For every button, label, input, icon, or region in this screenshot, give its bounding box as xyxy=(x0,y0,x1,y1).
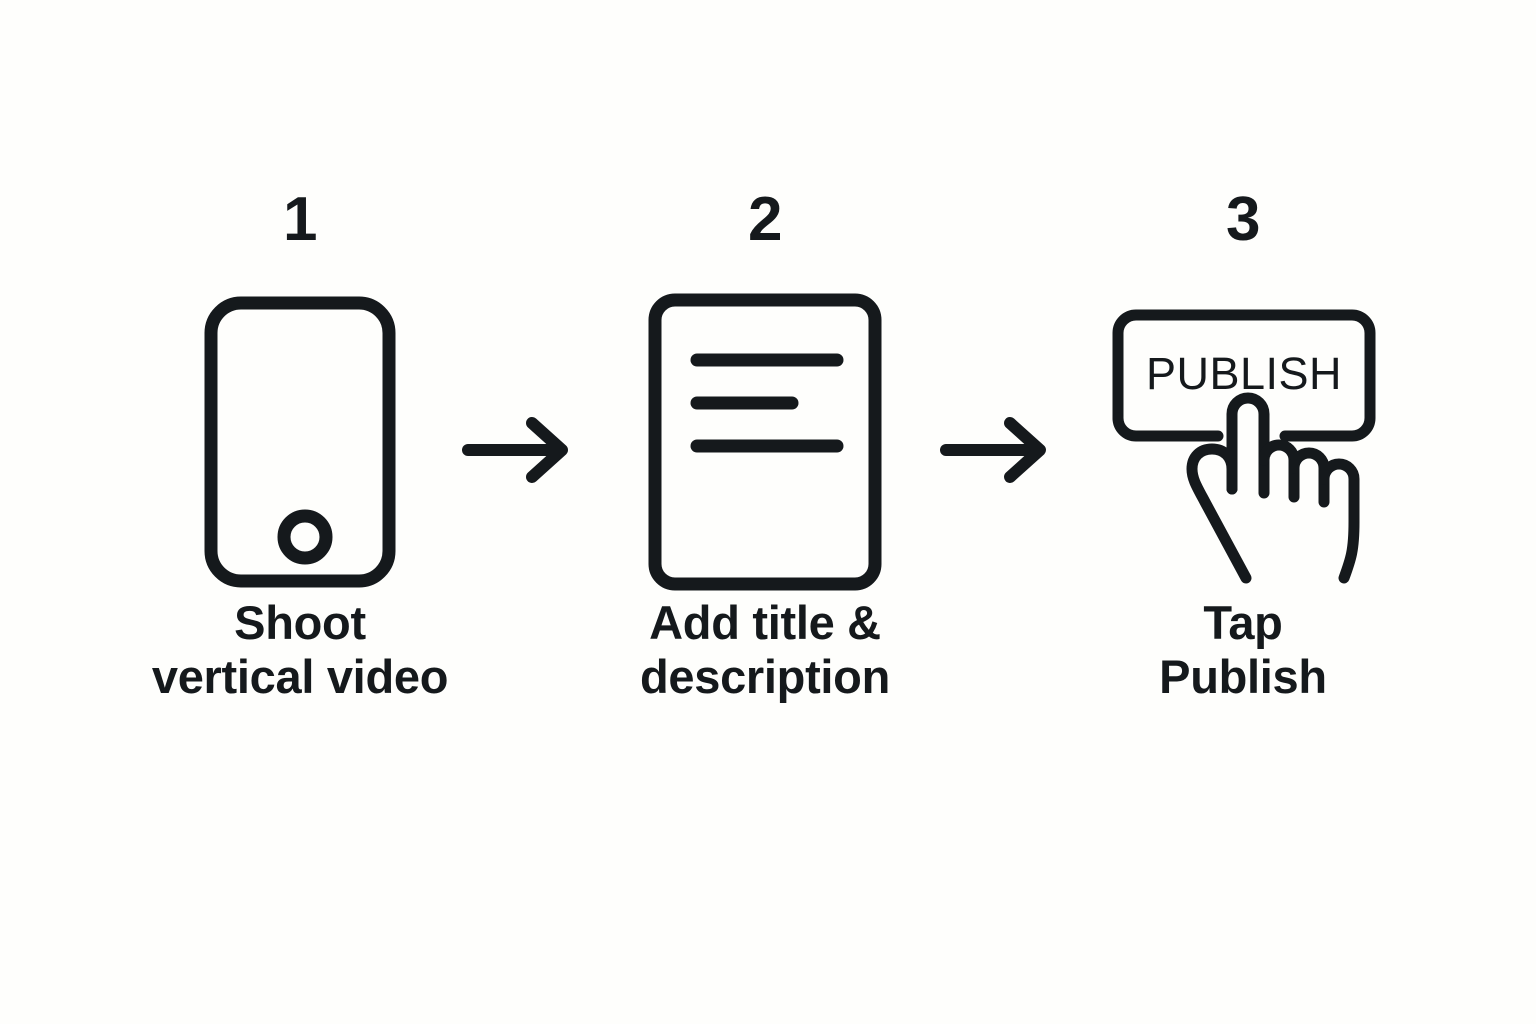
step-1-icon xyxy=(200,292,400,592)
step-1-number: 1 xyxy=(283,185,317,254)
step-2: 2 Add title & description xyxy=(555,186,975,704)
step-2-icon xyxy=(647,292,883,592)
arrow-step2-to-step3 xyxy=(938,415,1058,485)
document-lines-icon xyxy=(648,293,882,591)
phone-vertical-video-icon xyxy=(204,296,396,588)
publish-button-tap-icon[interactable]: PUBLISH xyxy=(1093,297,1393,587)
step-3-caption: Tap Publish xyxy=(1159,596,1327,704)
arrow-step1-to-step2 xyxy=(460,415,580,485)
step-1-caption: Shoot vertical video xyxy=(151,596,449,704)
publish-button-outline[interactable] xyxy=(1112,309,1376,442)
step-3-number: 3 xyxy=(1226,185,1260,254)
arrow-right-icon xyxy=(940,417,1046,483)
step-2-caption: Add title & description xyxy=(639,596,890,704)
step-2-number: 2 xyxy=(748,185,782,254)
step-3-icon: PUBLISH xyxy=(1093,292,1393,592)
arrow-right-icon xyxy=(462,417,568,483)
step-1: 1 Shoot vertical video xyxy=(90,186,510,704)
pointing-hand-icon xyxy=(1186,392,1360,584)
publish-button-label: PUBLISH xyxy=(1146,348,1342,399)
step-3: 3 PUBLISH xyxy=(1033,186,1453,704)
